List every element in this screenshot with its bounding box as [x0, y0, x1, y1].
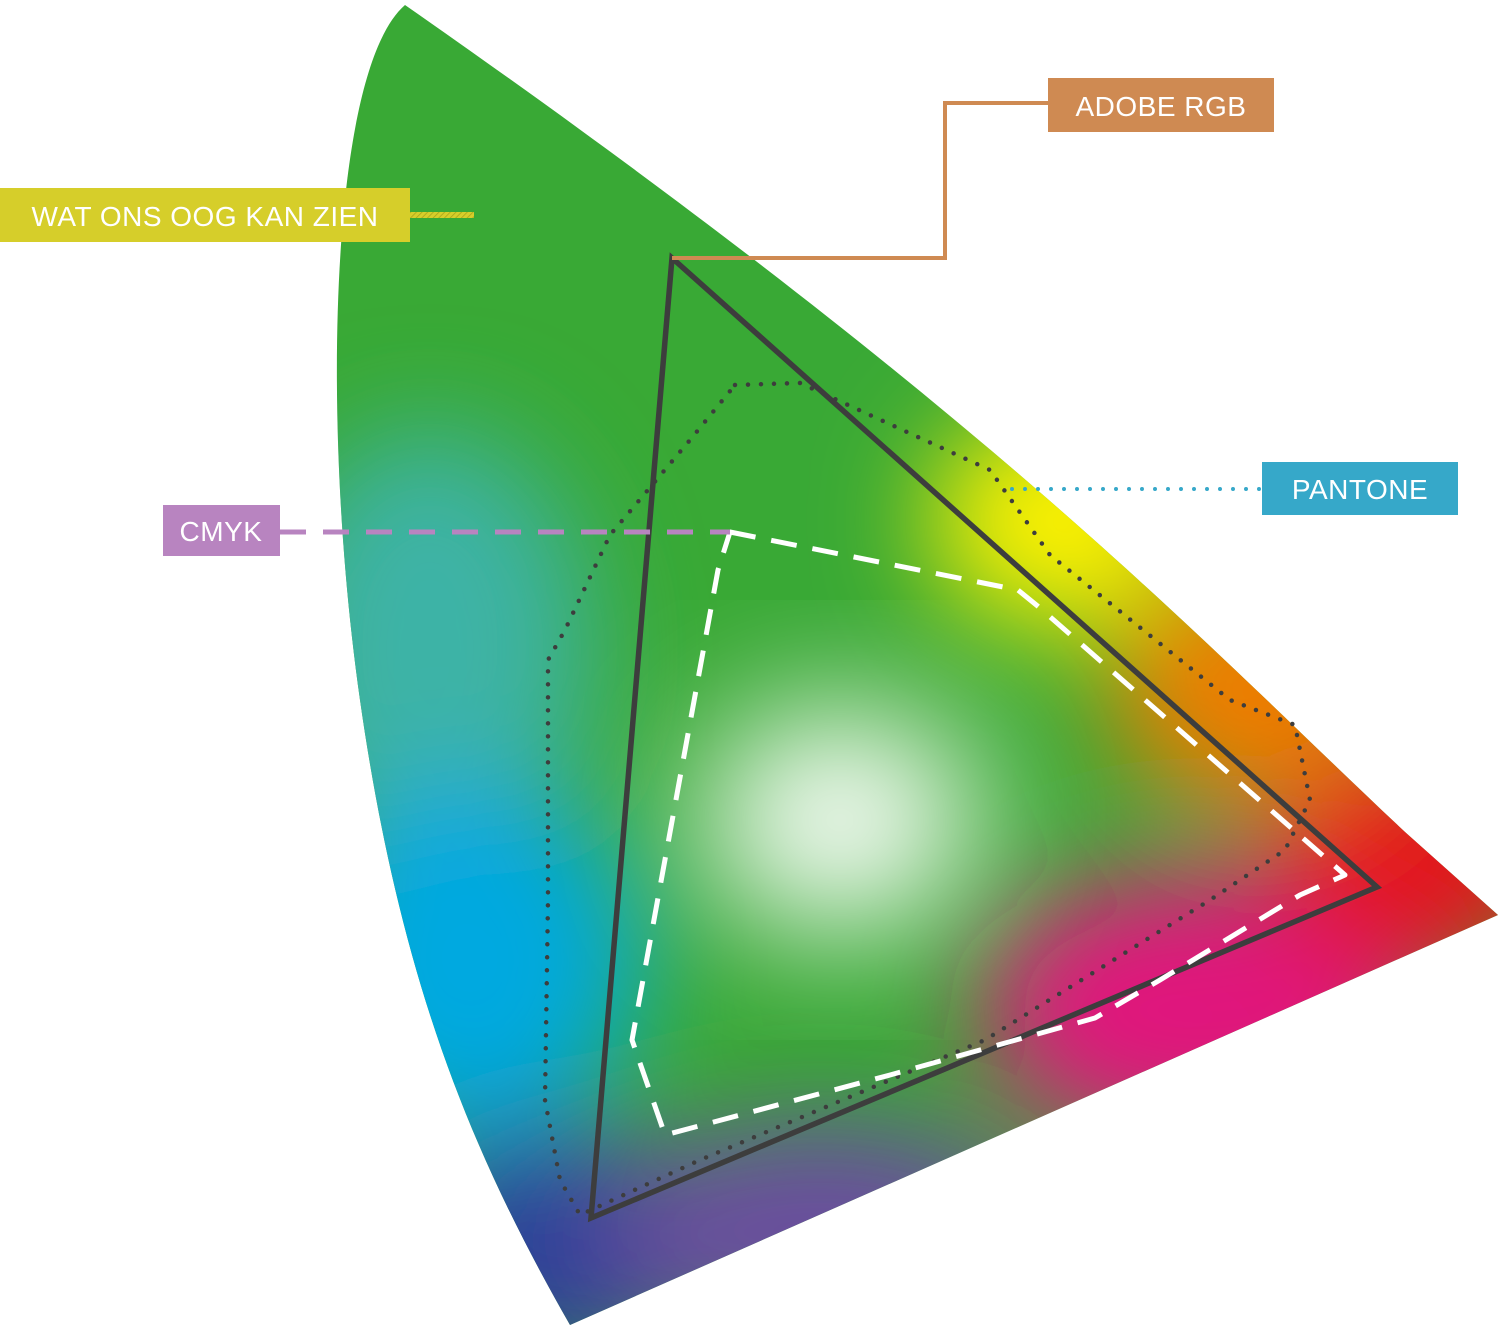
pantone-label: PANTONE — [1262, 462, 1458, 515]
adobe-rgb-label-box — [1048, 78, 1274, 132]
white-point — [700, 710, 980, 930]
cyan-region — [336, 780, 640, 1140]
adobe-rgb-label-text: ADOBE RGB — [1076, 91, 1247, 122]
eye-label: WAT ONS OOG KAN ZIEN — [0, 188, 410, 242]
cmyk-label: CMYK — [163, 505, 280, 556]
adobe-rgb-gamut-outline — [587, 252, 1383, 1223]
cmyk-label-text: CMYK — [180, 516, 263, 547]
pantone-gamut-outline — [542, 380, 1313, 1218]
pantone-label-text: PANTONE — [1292, 474, 1428, 505]
cmyk-gamut-outline — [629, 529, 1348, 1138]
violet-region — [600, 1120, 1040, 1325]
eye-leader-line — [410, 212, 474, 218]
adobe-rgb-label: ADOBE RGB — [1048, 78, 1274, 132]
adobe-rgb-leader-line — [672, 101, 1050, 260]
pantone-label-box — [1262, 462, 1458, 515]
eye-label-text: WAT ONS OOG KAN ZIEN — [31, 201, 378, 232]
cmyk-label-box — [163, 505, 280, 556]
eye-label-box — [0, 188, 410, 242]
